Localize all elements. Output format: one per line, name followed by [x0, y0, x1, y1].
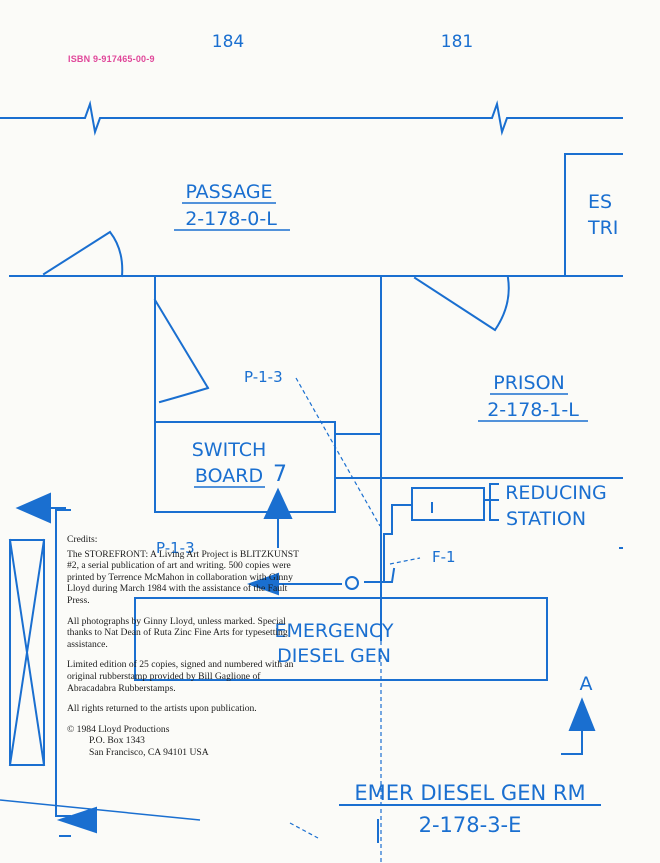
address-line: © 1984 Lloyd Productions	[67, 723, 170, 735]
valve-symbol	[345, 576, 359, 590]
credits-paragraph: Limited edition of 25 copies, signed and…	[67, 659, 294, 694]
left-arrow-icon	[15, 492, 51, 524]
equipment-name: DIESEL GEN	[277, 645, 391, 667]
room-name-passage: PASSAGE	[185, 181, 272, 203]
switchboard-number: 7	[273, 462, 287, 487]
room-name-prison: PRISON	[493, 372, 565, 394]
leader-line	[389, 557, 421, 565]
left-bracket	[55, 509, 71, 837]
address-line: P.O. Box 1343	[89, 735, 145, 747]
switchboard-wall	[154, 277, 382, 641]
room-name-partial: TRI	[587, 217, 618, 239]
room-name-reducing: STATION	[506, 508, 586, 530]
label-fitting: F-1	[432, 548, 456, 566]
room-code-passage: 2-178-0-L	[185, 208, 277, 230]
credits-paragraph: All photographs by Ginny Lloyd, unless m…	[67, 615, 288, 650]
credits-paragraph: The STOREFRONT: A Living Art Project is …	[67, 548, 299, 606]
passage-wall	[9, 153, 623, 277]
break-line	[0, 100, 623, 136]
section-marker	[561, 719, 583, 755]
room-name-generator: EMER DIESEL GEN RM	[354, 781, 585, 805]
label-pipe-lower: P-1-3	[156, 539, 195, 557]
up-arrow-icon	[568, 697, 596, 731]
switchboard-door	[153, 298, 210, 404]
room-code-generator: 2-178-3-E	[419, 813, 522, 837]
room-name-switchboard: SWITCH	[192, 439, 267, 461]
room-name-partial: ES	[588, 191, 612, 213]
equipment-name: EMERGENCY	[274, 620, 393, 642]
publisher-address: © 1984 Lloyd Productions P.O. Box 1343 S…	[67, 724, 299, 759]
left-arrow-icon	[56, 806, 97, 834]
corridor-wall	[334, 477, 623, 549]
credits-block: Credits: The STOREFRONT: A Living Art Pr…	[67, 534, 299, 759]
pipe-run	[364, 533, 396, 583]
room-code-prison: 2-178-1-L	[487, 399, 579, 421]
reducing-station-box	[391, 487, 499, 535]
frame-number: 184	[212, 32, 244, 52]
reducing-bracket	[489, 483, 499, 521]
section-label: A	[580, 673, 593, 695]
isbn-stamp: ISBN 9-917465-00-9	[68, 54, 155, 64]
credits-paragraph: All rights returned to the artists upon …	[67, 703, 257, 715]
prison-door	[413, 276, 510, 332]
credits-heading: Credits:	[67, 534, 98, 545]
label-pipe-upper: P-1-3	[244, 368, 283, 386]
address-line: San Francisco, CA 94101 USA	[89, 746, 209, 758]
frame-number: 181	[441, 32, 473, 52]
generator-box	[134, 597, 548, 681]
room-baseline	[339, 804, 601, 843]
left-margin-mark	[8, 538, 46, 767]
room-name-reducing: REDUCING	[505, 482, 607, 504]
passage-door	[42, 230, 124, 278]
room-name-switchboard: BOARD	[195, 465, 263, 487]
leader-line	[289, 822, 319, 839]
leader-line	[295, 377, 381, 527]
up-arrow-icon	[263, 487, 293, 519]
